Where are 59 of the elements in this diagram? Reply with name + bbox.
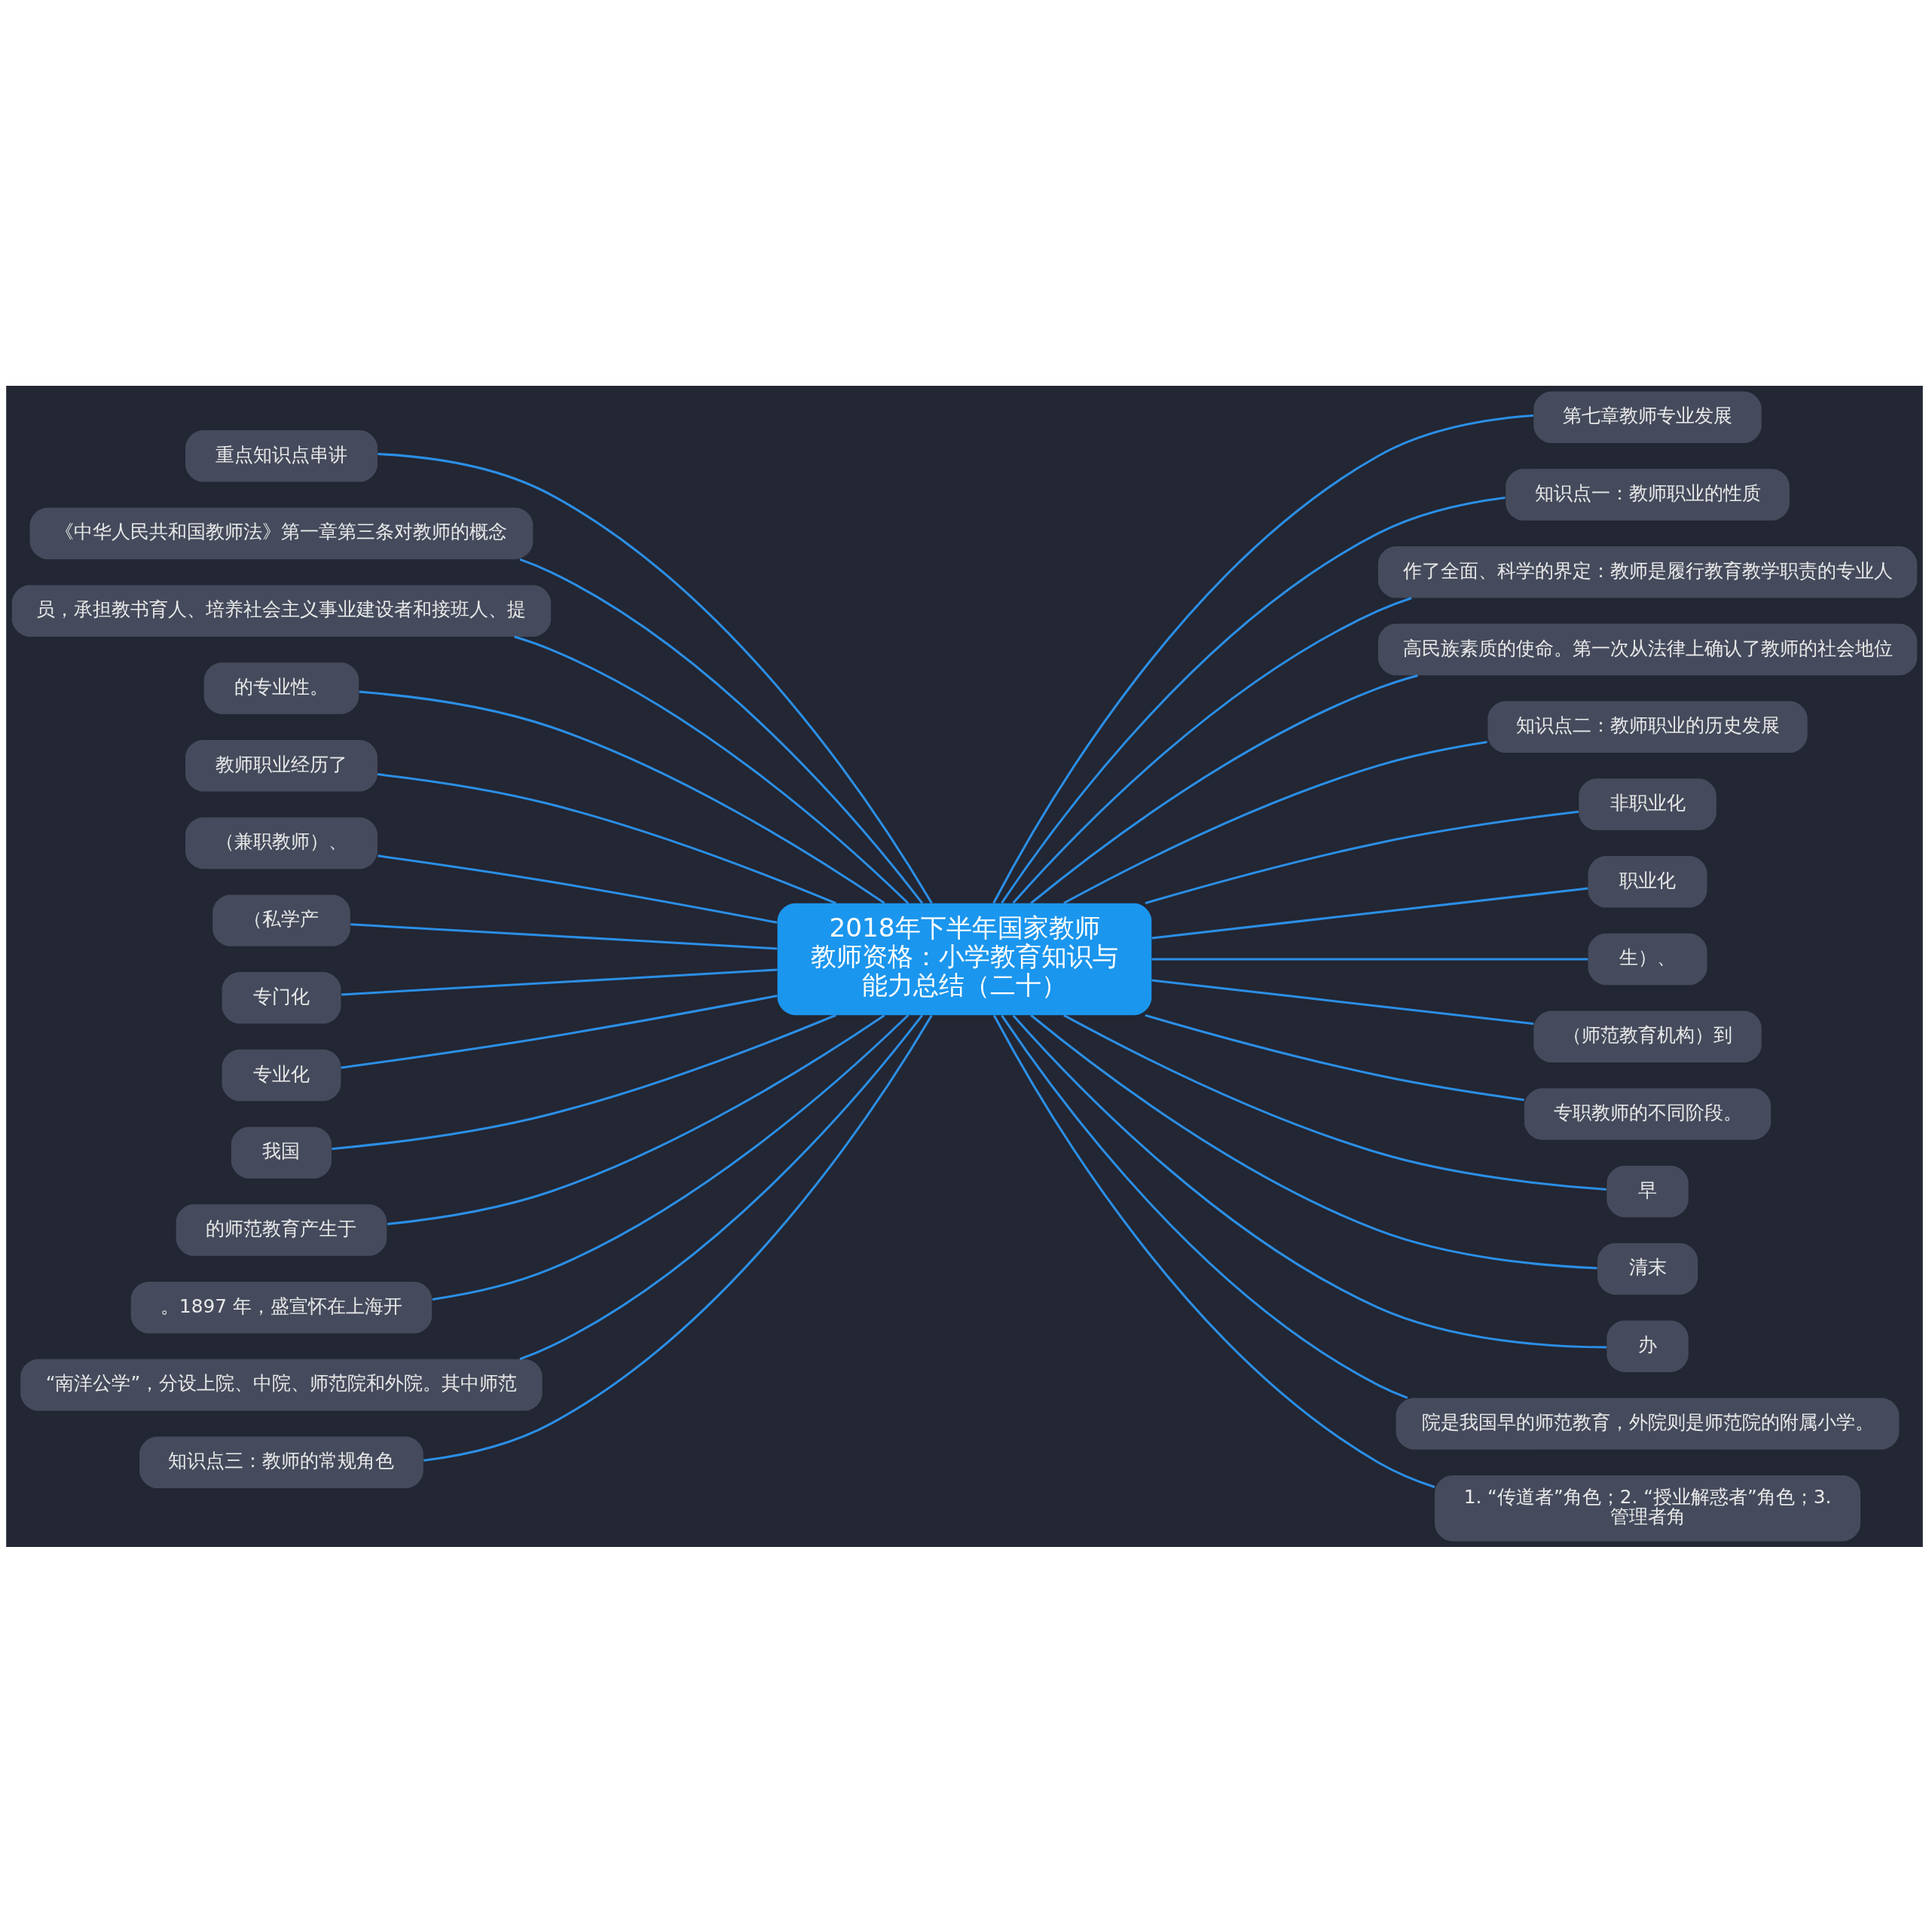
node-box: （私学产 [212,894,350,946]
connector [378,452,933,903]
node-box: 专门化 [222,971,341,1024]
node-box: 员，承担教书育人、培养社会主义事业建设者和接班人、提 [11,584,552,637]
connector [1012,596,1412,903]
connector [1001,1014,1408,1399]
node-box: 的师范教育产生于 [176,1203,387,1256]
node-box: 知识点一：教师职业的性质 [1506,468,1790,521]
node-box: 生）、 [1588,933,1707,985]
node-box: 职业化 [1588,855,1707,907]
connector [423,1014,933,1462]
connector [1063,740,1487,904]
node-box: 1. “传道者”角色；2. “授业解惑者”角色；3.管理者角 [1435,1475,1861,1541]
connector [1063,1013,1606,1191]
connector [359,690,885,904]
node-box: 办 [1606,1319,1689,1372]
node-box: 院是我国早的师范教育，外院则是师范院的附属小学。 [1396,1397,1900,1450]
node-box: 非职业化 [1579,778,1717,830]
node-box: 重点知识点串讲 [185,430,378,481]
connector [992,1014,1435,1488]
node-box: 专职教师的不同阶段。 [1524,1087,1772,1140]
node-box: 《中华人民共和国教师法》第一章第三条对教师的概念 [29,507,533,559]
node-box: 。1897 年，盛宣怀在上海开 [130,1281,433,1334]
connector [1030,674,1418,904]
connector [341,994,778,1068]
connector [378,854,778,924]
node-box: （兼职教师）、 [185,817,378,869]
connector [341,968,778,995]
node-box: 第七章教师专业发展 [1533,391,1762,443]
node-box: 专业化 [222,1049,341,1101]
connector [1151,957,1588,960]
connector [332,1013,836,1150]
node-box: 清末 [1597,1243,1698,1295]
node-box: 作了全面、科学的界定：教师是履行教育教学职责的专业人 [1377,546,1918,598]
node-box: 的专业性。 [203,662,359,714]
connector [432,1013,909,1301]
node-box: 我国 [231,1126,332,1178]
connector [350,922,778,949]
connector [1151,979,1534,1025]
connector [1145,1013,1524,1101]
connector [992,414,1533,903]
node-box: 2018年下半年国家教师教师资格：小学教育知识与能力总结（二十） [777,903,1152,1015]
connector [387,1013,885,1225]
connector [1012,1014,1607,1348]
connector [519,1013,924,1360]
connector [1151,887,1588,939]
connector [1001,496,1506,903]
node-box: 知识点三：教师的常规角色 [139,1436,423,1488]
node-box: 知识点二：教师职业的历史发展 [1487,701,1808,753]
connector [1030,1013,1597,1269]
connector [514,634,909,904]
node-box: （师范教育机构）到 [1533,1010,1762,1062]
connector [519,558,924,904]
connector [1145,810,1579,904]
node-box: 教师职业经历了 [185,739,378,791]
node-box: 早 [1606,1165,1689,1217]
connector [377,772,836,904]
node-box: “南洋公学”，分设上院、中院、师范院和外院。其中师范 [20,1359,543,1411]
node-box: 高民族素质的使命。第一次从法律上确认了教师的社会地位 [1377,623,1918,675]
